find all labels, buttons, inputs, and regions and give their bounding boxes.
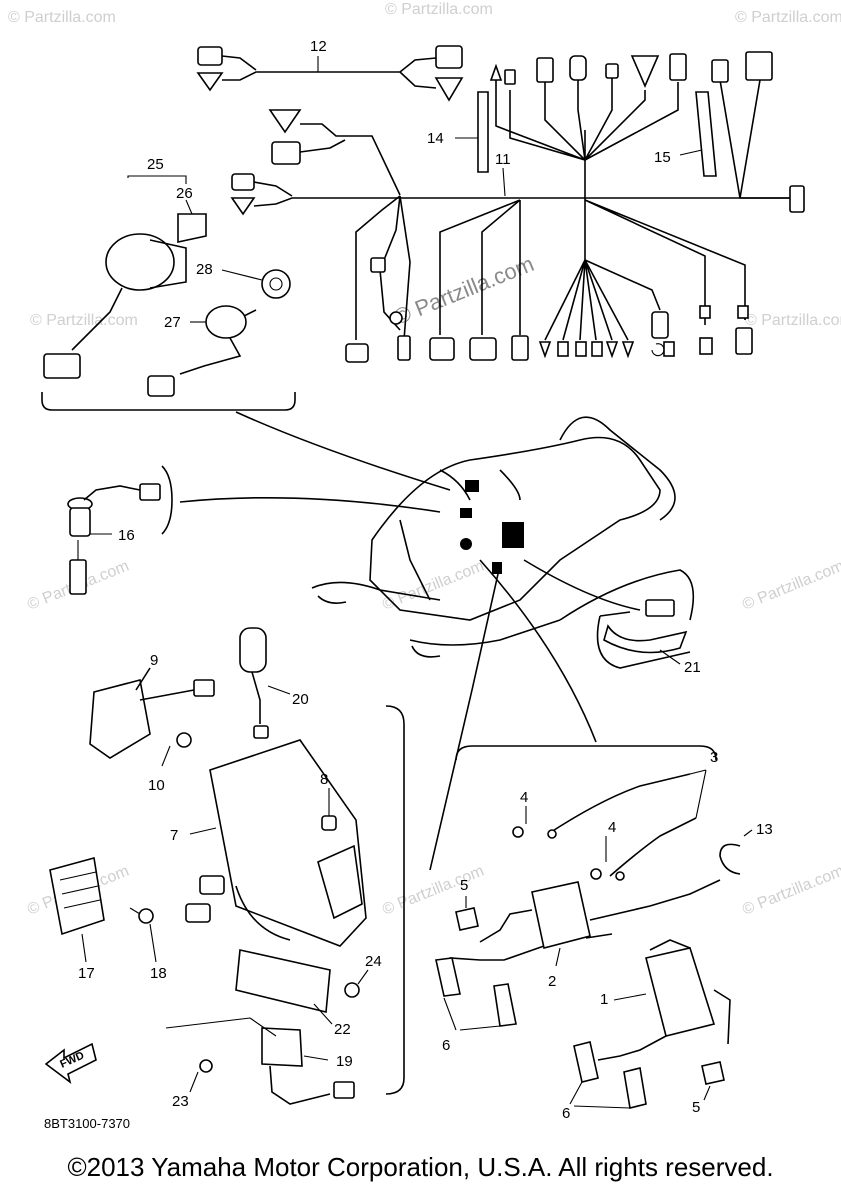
watermark-text: © Partzilla.com — [30, 312, 138, 329]
group-bracket — [385, 705, 405, 1095]
callout-4b: 4 — [608, 819, 616, 836]
callout-1: 1 — [600, 991, 608, 1008]
callout-22: 22 — [334, 1021, 351, 1038]
part-3-plug-lead[interactable] — [547, 769, 707, 881]
callout-5b: 5 — [692, 1099, 700, 1116]
watermark-text: © Partzilla.com — [745, 312, 841, 329]
callout-15: 15 — [654, 149, 671, 166]
callout-6a: 6 — [442, 1037, 450, 1054]
part-9-unit[interactable] — [89, 667, 215, 759]
callout-25: 25 — [147, 156, 164, 173]
callout-8: 8 — [320, 771, 328, 788]
watermark-text: © Partzilla.com — [735, 9, 841, 26]
watermark-text: © Partzilla.com — [385, 1, 493, 18]
part-23-bolt[interactable] — [189, 1059, 213, 1093]
callout-20: 20 — [292, 691, 309, 708]
callout-4a: 4 — [520, 789, 528, 806]
leader-6b — [569, 1081, 631, 1109]
group-bracket — [41, 392, 296, 411]
leader-6a — [443, 997, 501, 1031]
watermarks: © Partzilla.com © Partzilla.com © Partzi… — [8, 1, 841, 919]
callout-19: 19 — [336, 1053, 353, 1070]
part-2-ignition-coil[interactable] — [435, 879, 721, 1027]
part-21-band[interactable] — [596, 599, 691, 669]
callout-6b: 6 — [562, 1105, 570, 1122]
part-27-switch[interactable] — [147, 305, 257, 397]
group-bracket — [455, 745, 717, 761]
callout-2: 2 — [548, 973, 556, 990]
part-4-bolt[interactable] — [512, 806, 527, 838]
watermark-text: © Partzilla.com — [8, 9, 116, 26]
callout-11: 11 — [495, 151, 511, 168]
callout-23: 23 — [172, 1093, 189, 1110]
fwd-arrow-icon: FWD — [44, 1042, 97, 1084]
callout-26: 26 — [176, 185, 193, 202]
part-14-band[interactable] — [455, 91, 489, 173]
drawing-code: 8BT3100-7370 — [44, 1116, 130, 1131]
part-12-sub-harness[interactable] — [196, 45, 464, 102]
part-19-relay[interactable] — [165, 1017, 355, 1105]
parts-diagram: © Partzilla.com © Partzilla.com © Partzi… — [8, 1, 841, 1131]
part-8-grommet[interactable] — [321, 788, 337, 831]
callout-5a: 5 — [460, 877, 468, 894]
part-5-clamp[interactable] — [701, 1061, 725, 1101]
part-10-bolt[interactable] — [161, 732, 192, 767]
watermark-center: © Partzilla.com — [391, 251, 538, 330]
callout-7: 7 — [170, 827, 178, 844]
part-15-band[interactable] — [679, 91, 717, 177]
part-1-ignition-coil[interactable] — [573, 939, 731, 1109]
part-17-rectifier[interactable] — [49, 856, 105, 963]
watermark-text: © Partzilla.com — [740, 863, 841, 919]
callout-14: 14 — [427, 130, 444, 147]
part-26-clip[interactable] — [177, 199, 207, 243]
callout-3: 3 — [710, 749, 718, 766]
part-18-bolt[interactable] — [129, 907, 157, 963]
callout-17: 17 — [78, 965, 95, 982]
part-25-main-switch[interactable] — [43, 175, 187, 379]
part-7-cdi-unit[interactable] — [185, 739, 367, 947]
part-28-nut[interactable] — [221, 269, 291, 299]
snowmobile-illustration — [179, 411, 695, 871]
callout-16: 16 — [118, 527, 135, 544]
part-16-sensor[interactable] — [67, 465, 173, 595]
copyright-notice: ©2013 Yamaha Motor Corporation, U.S.A. A… — [67, 1152, 774, 1182]
part-4-bolt[interactable] — [590, 836, 607, 880]
part-24-grommet[interactable] — [344, 969, 369, 998]
watermark-text: © Partzilla.com — [740, 558, 841, 614]
callout-10: 10 — [148, 777, 165, 794]
part-22-bracket[interactable] — [235, 949, 333, 1025]
part-5-clamp[interactable] — [455, 896, 479, 931]
callout-13: 13 — [756, 821, 773, 838]
callout-24: 24 — [365, 953, 382, 970]
callout-27: 27 — [164, 314, 181, 331]
callout-18: 18 — [150, 965, 167, 982]
callout-9: 9 — [150, 652, 158, 669]
callout-28: 28 — [196, 261, 213, 278]
callout-12: 12 — [310, 38, 327, 55]
callout-21: 21 — [684, 659, 701, 676]
part-11-main-wire-harness[interactable] — [230, 51, 805, 363]
part-13-clip[interactable] — [719, 829, 753, 875]
part-20-condenser[interactable] — [239, 627, 291, 739]
